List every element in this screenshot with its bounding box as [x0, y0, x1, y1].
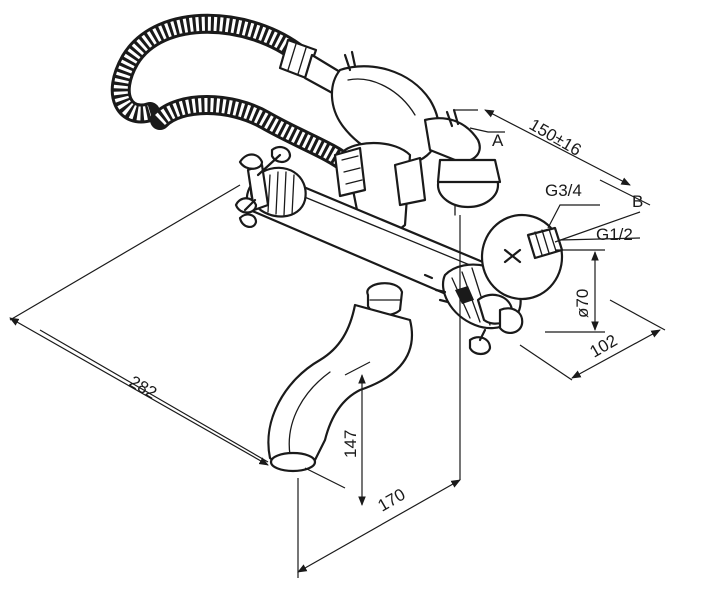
label-147: 147: [341, 430, 360, 458]
label-g1-2: G1/2: [596, 225, 633, 244]
dimension-170: [297, 215, 461, 578]
shower-holder-hooks: [343, 50, 460, 128]
label-150-16: 150±16: [526, 115, 585, 160]
label-282: 282: [126, 372, 160, 403]
label-102: 102: [587, 331, 621, 362]
dimension-102: [519, 299, 666, 381]
label-diameter-70: ø70: [573, 289, 592, 318]
label-g3-4: G3/4: [545, 181, 582, 200]
dimension-282: [9, 184, 269, 466]
wall-eccentric: [480, 213, 564, 301]
shower-hose: [110, 13, 358, 175]
label-170: 170: [375, 485, 409, 516]
left-cross-handle: [234, 146, 292, 228]
label-a: A: [492, 131, 504, 150]
body-markings: [423, 273, 450, 304]
dimension-150: [455, 109, 651, 206]
leader-lines: [469, 127, 641, 243]
label-b: B: [632, 192, 643, 211]
bath-spout: [267, 282, 413, 473]
